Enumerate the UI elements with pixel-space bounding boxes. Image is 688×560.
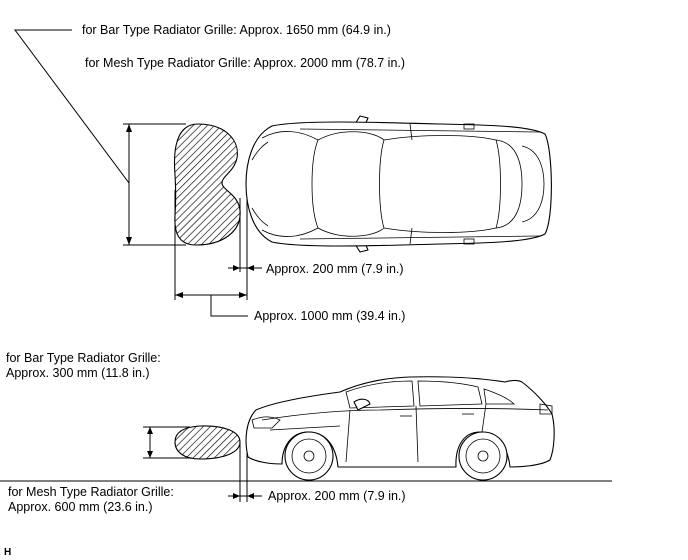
- mesh-grille-height-label-line1: for Mesh Type Radiator Grille:: [8, 485, 174, 499]
- figure-code: H: [4, 547, 12, 558]
- top-gap-distance-label: Approx. 200 mm (7.9 in.): [266, 262, 404, 276]
- bar-grille-height-label-line2: Approx. 300 mm (11.8 in.): [6, 366, 150, 380]
- vehicle-top-view: [245, 115, 552, 253]
- arrow-left-icon: [247, 493, 254, 499]
- top-width-leader-line: [14, 29, 130, 184]
- arrow-up-icon: [147, 427, 153, 434]
- side-detection-area: [174, 425, 241, 460]
- side-view: [0, 376, 612, 502]
- bar-grille-width-label: for Bar Type Radiator Grille: Approx. 16…: [82, 23, 391, 37]
- vehicle-side-view: [245, 376, 555, 481]
- arrow-left-icon: [175, 292, 183, 298]
- arrow-left-icon: [247, 265, 254, 271]
- arrow-right-icon: [233, 265, 240, 271]
- top-view: [14, 29, 552, 317]
- arrow-right-icon: [239, 292, 247, 298]
- arrow-right-icon: [233, 493, 240, 499]
- mesh-grille-height-label-line2: Approx. 600 mm (23.6 in.): [8, 500, 153, 514]
- arrow-down-icon: [126, 237, 132, 245]
- mesh-grille-width-label: for Mesh Type Radiator Grille: Approx. 2…: [85, 56, 406, 70]
- arrow-down-icon: [147, 451, 153, 458]
- bar-grille-height-label-line1: for Bar Type Radiator Grille:: [6, 351, 161, 365]
- side-gap-distance-label: Approx. 200 mm (7.9 in.): [268, 489, 406, 503]
- top-range-leader-line: [210, 295, 248, 317]
- top-detection-area: [173, 123, 241, 246]
- arrow-up-icon: [126, 124, 132, 132]
- range-distance-label: Approx. 1000 mm (39.4 in.): [254, 309, 406, 323]
